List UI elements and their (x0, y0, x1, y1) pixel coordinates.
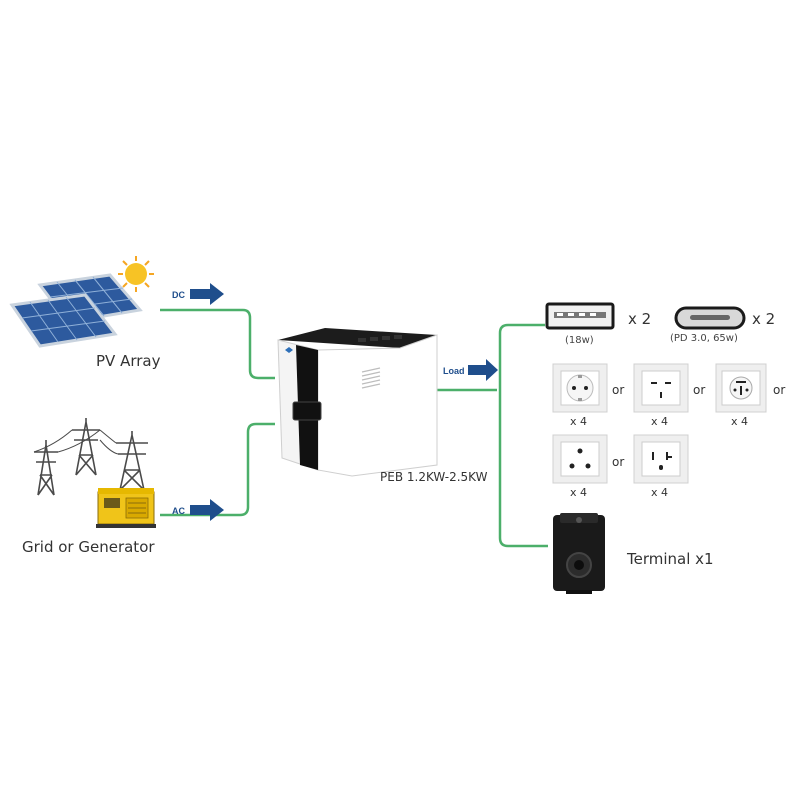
ac-label: AC (172, 506, 185, 516)
or-label-4: or (612, 455, 625, 469)
or-label-3: or (773, 383, 786, 397)
load-arrow (468, 359, 498, 381)
socket-count-3: x 4 (731, 415, 749, 428)
usb-c-count: x 2 (752, 310, 776, 328)
or-label-1: or (612, 383, 625, 397)
pv-array-label: PV Array (96, 352, 161, 370)
usb-a-count: x 2 (628, 310, 652, 328)
usb-c-caption: (PD 3.0, 65w) (670, 333, 738, 344)
dc-label: DC (172, 290, 185, 300)
ac-arrow (190, 499, 224, 521)
or-label-2: or (693, 383, 706, 397)
universal-socket-icon (715, 363, 767, 413)
dc-arrow (190, 283, 224, 305)
grid-line (160, 422, 275, 517)
device-model-label: PEB 1.2KW-2.5KW (380, 470, 488, 484)
usb-a-caption: (18w) (565, 335, 594, 346)
usb-branch-line (498, 323, 545, 390)
load-label: Load (443, 366, 465, 376)
schuko-socket-icon (552, 363, 608, 413)
grid-generator-label: Grid or Generator (22, 538, 155, 556)
socket-count-4: x 4 (570, 486, 588, 499)
nema-socket-icon (633, 434, 689, 484)
terminal-branch-line (498, 390, 548, 548)
socket-count-2: x 4 (651, 415, 669, 428)
type-i-socket-icon (633, 363, 689, 413)
socket-count-5: x 4 (651, 486, 669, 499)
type-d-socket-icon (552, 434, 608, 484)
pv-line (160, 308, 275, 380)
socket-count-1: x 4 (570, 415, 588, 428)
terminal-label: Terminal x1 (627, 550, 714, 568)
